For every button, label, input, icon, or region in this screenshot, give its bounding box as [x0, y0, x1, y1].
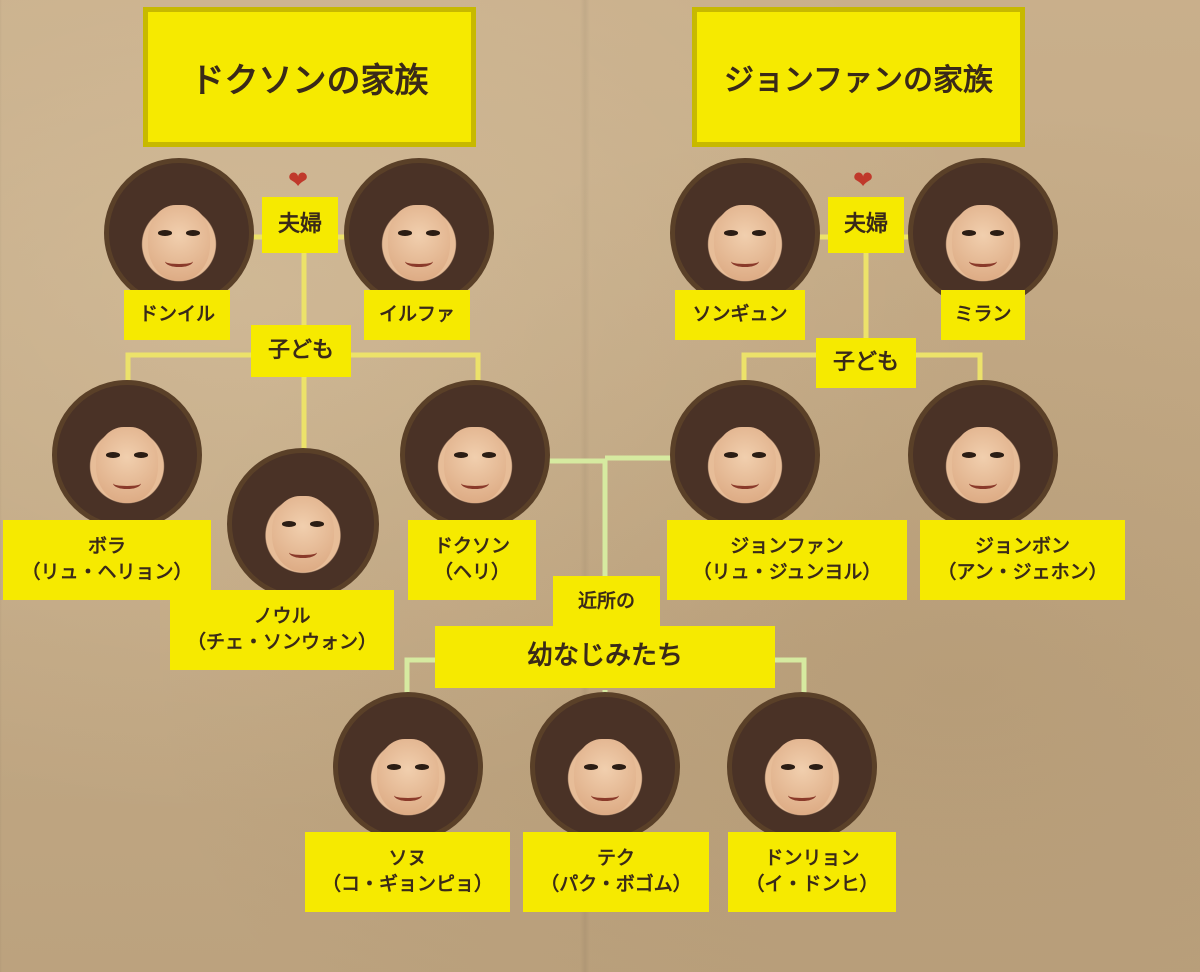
portrait-bora: [52, 380, 202, 530]
bora-actor: （リュ・ヘリョン）: [21, 561, 193, 583]
nowul-name: ノウル: [253, 605, 311, 628]
childhood-friends-label: 幼なじみたち: [435, 626, 775, 688]
dongryong-actor: （イ・ドンヒ）: [745, 873, 879, 895]
dongryong-name: ドンリョン: [764, 847, 860, 870]
portrait-dongil: [104, 158, 254, 308]
neighborhood-label: 近所の: [553, 576, 660, 628]
portrait-sonu: [333, 692, 483, 842]
dokson-family-title: ドクソンの家族: [143, 7, 476, 147]
name-label-taek: テク （パク・ボゴム）: [523, 832, 709, 912]
name-label-jongbong: ジョンボン （アン・ジェホン）: [920, 520, 1125, 600]
taek-name: テク: [596, 847, 635, 870]
dokson-name: ドクソン: [433, 535, 510, 558]
name-label-dongil: ドンイル: [124, 290, 230, 340]
name-label-ilhwa: イルファ: [364, 290, 470, 340]
name-label-bora: ボラ （リュ・ヘリョン）: [3, 520, 211, 600]
name-label-dongryong: ドンリョン （イ・ドンヒ）: [728, 832, 896, 912]
name-label-sonu: ソヌ （コ・ギョンピョ）: [305, 832, 510, 912]
jonghwan-family-title: ジョンファンの家族: [692, 7, 1025, 147]
jonghwan-actor: （リュ・ジュンヨル）: [692, 561, 882, 583]
portrait-miran: [908, 158, 1058, 308]
name-label-sunggyun: ソンギュン: [675, 290, 805, 340]
portrait-sunggyun: [670, 158, 820, 308]
couple-label-left: 夫婦: [262, 197, 338, 253]
portrait-ilhwa: [344, 158, 494, 308]
jongbong-name: ジョンボン: [974, 535, 1070, 558]
name-label-jonghwan: ジョンファン （リュ・ジュンヨル）: [667, 520, 907, 600]
name-label-dokson: ドクソン （ヘリ）: [408, 520, 536, 600]
couple-label-right: 夫婦: [828, 197, 904, 253]
portrait-jongbong: [908, 380, 1058, 530]
friend-line-main: [535, 458, 608, 580]
portrait-dongryong: [727, 692, 877, 842]
children-label-right: 子ども: [816, 338, 916, 388]
name-label-miran: ミラン: [941, 290, 1025, 340]
children-label-left: 子ども: [251, 325, 351, 377]
dokson-actor: （ヘリ）: [433, 561, 510, 583]
portrait-dokson: [400, 380, 550, 530]
heart-icon: ❤: [853, 166, 874, 194]
portrait-nowul: [227, 448, 379, 600]
heart-icon: ❤: [288, 166, 309, 194]
bora-name: ボラ: [87, 535, 126, 558]
portrait-taek: [530, 692, 680, 842]
sonu-name: ソヌ: [388, 847, 427, 870]
nowul-actor: （チェ・ソンウォン）: [186, 631, 377, 653]
sonu-actor: （コ・ギョンピョ）: [321, 873, 493, 895]
jongbong-actor: （アン・ジェホン）: [937, 561, 1108, 583]
portrait-jonghwan: [670, 380, 820, 530]
taek-actor: （パク・ボゴム）: [540, 873, 692, 895]
jonghwan-name: ジョンファン: [730, 535, 844, 558]
name-label-nowul: ノウル （チェ・ソンウォン）: [170, 590, 394, 670]
